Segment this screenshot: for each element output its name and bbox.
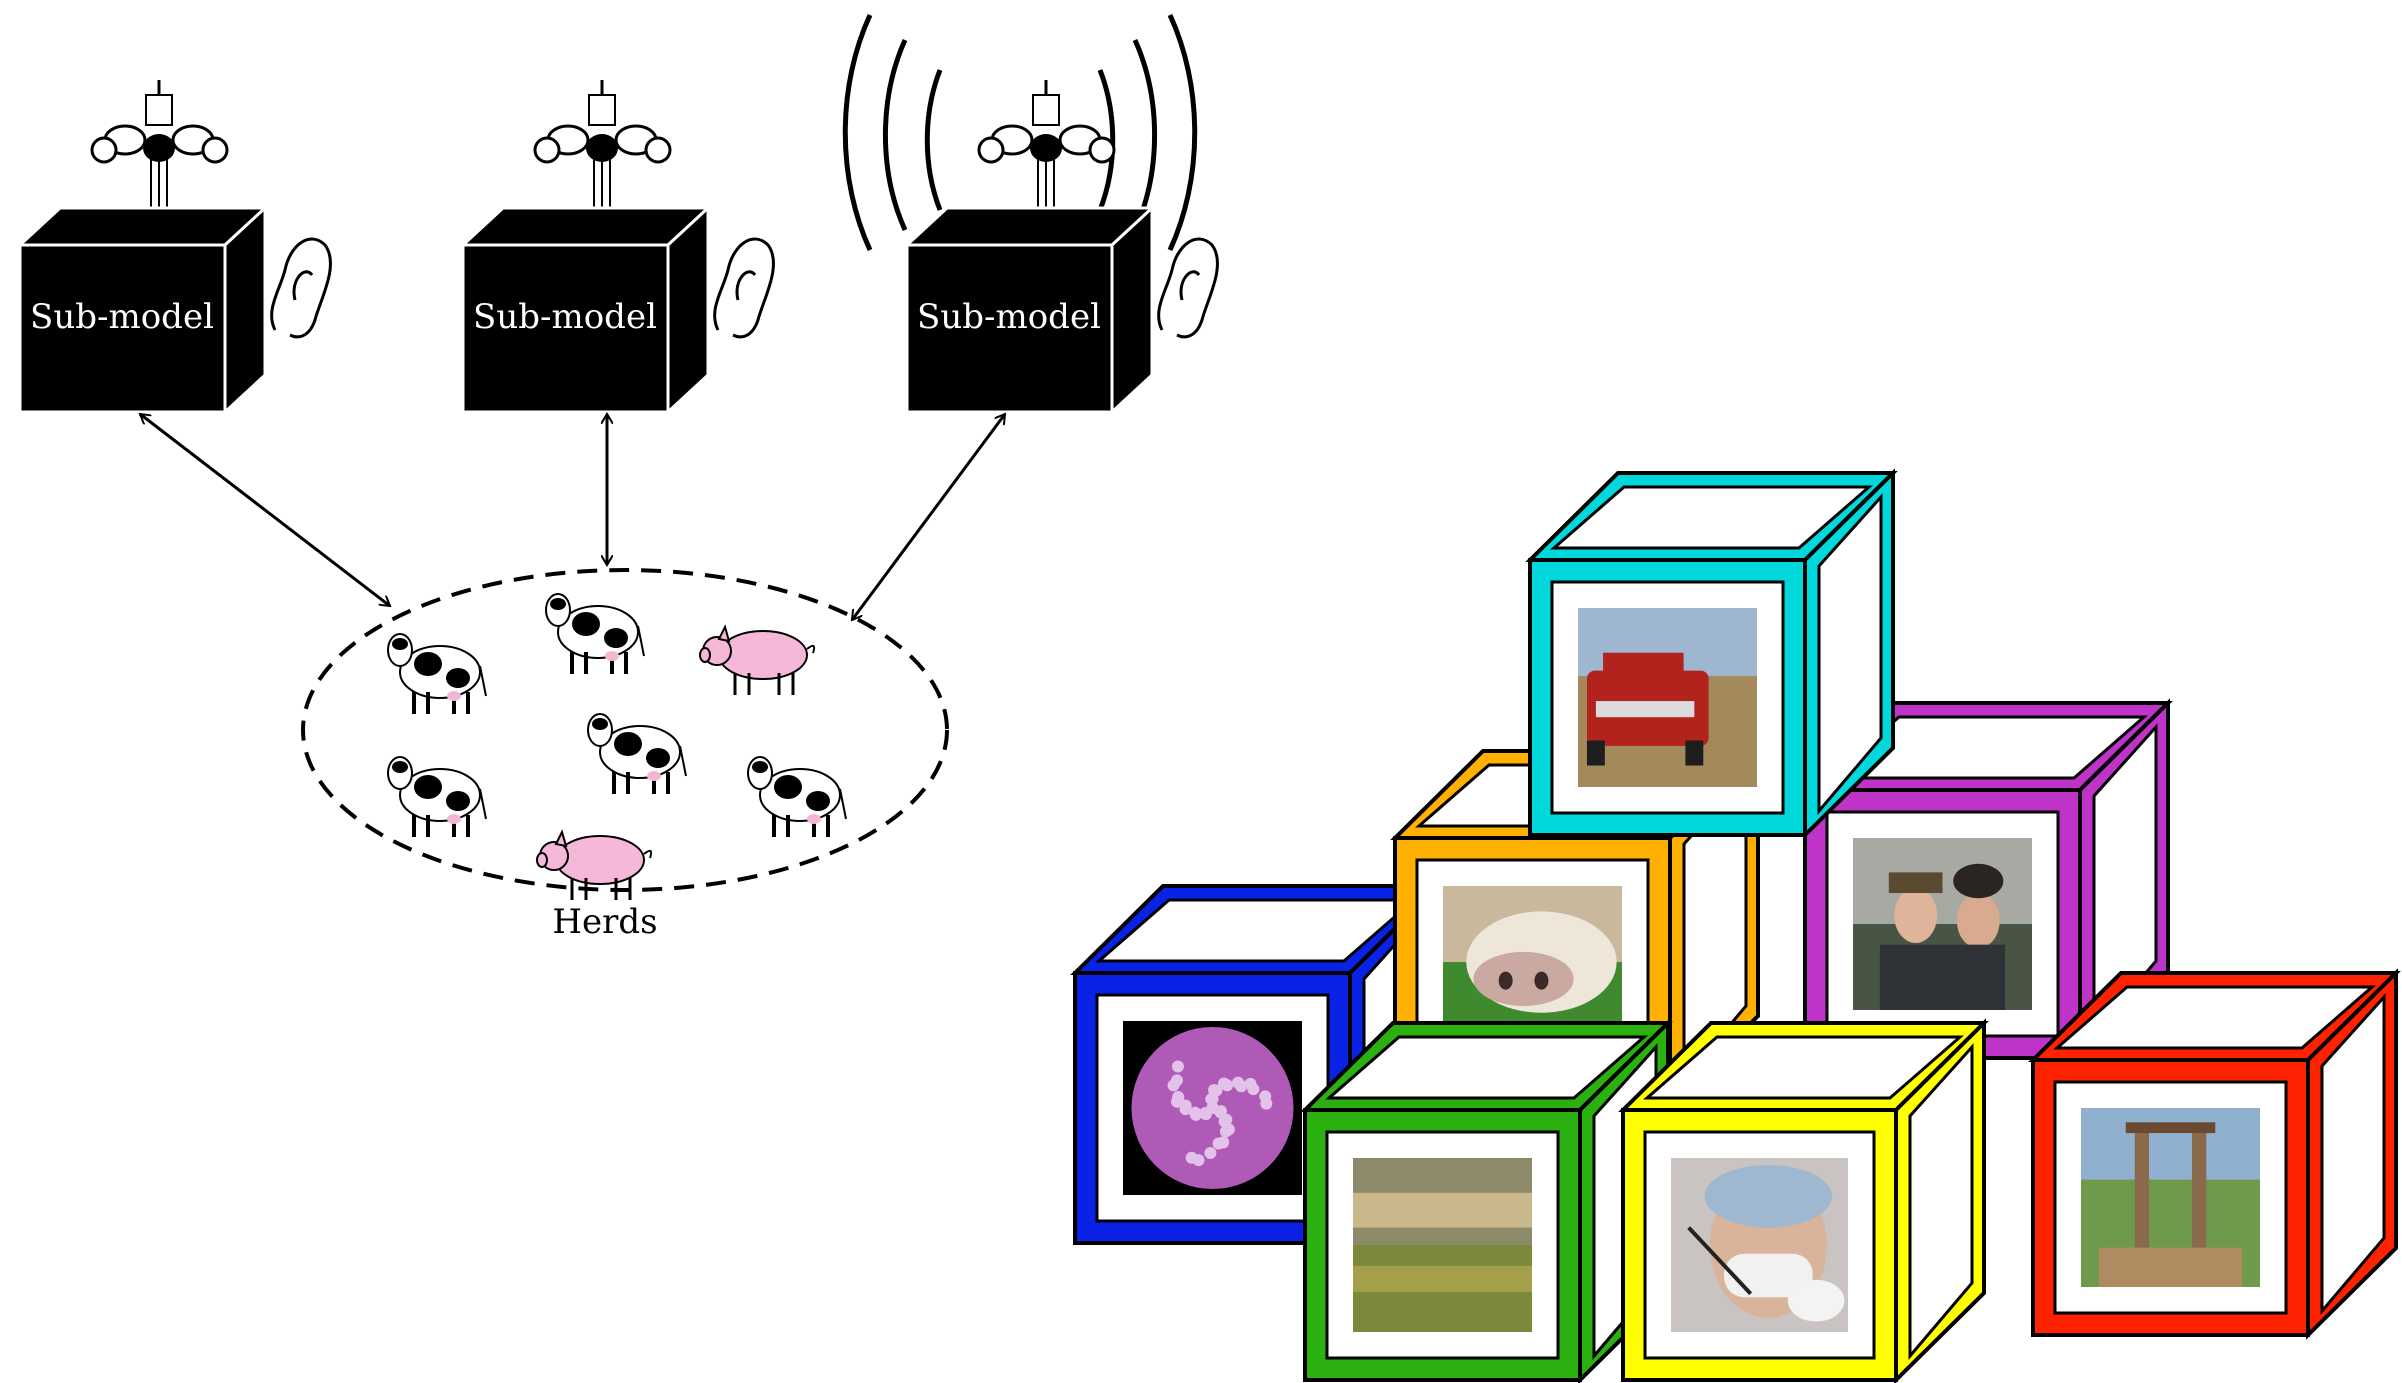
herd-boundary bbox=[301, 568, 949, 892]
cow-icon bbox=[587, 713, 687, 794]
block-red-truck bbox=[1525, 468, 1898, 840]
submodel-label: Sub-model bbox=[473, 297, 657, 337]
broadcast-waves-icon bbox=[842, 13, 1198, 252]
antenna-icon bbox=[977, 80, 1116, 211]
red-truck-picture bbox=[1578, 608, 1757, 787]
ear-icon bbox=[1157, 237, 1219, 339]
link-arrow-1 bbox=[140, 412, 390, 608]
cow-icon bbox=[545, 593, 645, 674]
virus-particle-picture bbox=[1123, 1021, 1302, 1195]
cow-icon bbox=[747, 756, 847, 837]
submodel-3: Sub-model bbox=[903, 80, 1219, 416]
herd-animals bbox=[387, 593, 847, 900]
submodel-1: Sub-model bbox=[16, 80, 332, 416]
ear-icon bbox=[713, 237, 775, 339]
antenna-icon bbox=[90, 80, 229, 211]
two-detectives-picture bbox=[1853, 838, 2032, 1010]
submodel-label: Sub-model bbox=[917, 297, 1101, 337]
cow-icon bbox=[387, 756, 487, 837]
landscape-painting-picture bbox=[1353, 1158, 1532, 1332]
knowledge-blocks bbox=[1070, 468, 2401, 1383]
ear-icon bbox=[270, 237, 332, 339]
link-arrow-3 bbox=[850, 414, 1007, 620]
block-guillotine bbox=[2028, 968, 2401, 1340]
pig-icon bbox=[699, 624, 816, 695]
block-landscape-painting bbox=[1300, 1018, 1673, 1383]
guillotine-picture bbox=[2081, 1108, 2260, 1287]
cow-icon bbox=[387, 633, 487, 714]
block-lab-worker bbox=[1618, 1018, 1989, 1383]
herd-label: Herds bbox=[552, 902, 657, 942]
pig-icon bbox=[536, 829, 653, 900]
submodel-2: Sub-model bbox=[459, 80, 775, 416]
submodel-label: Sub-model bbox=[30, 297, 214, 337]
antenna-icon bbox=[533, 80, 672, 211]
lab-worker-picture bbox=[1671, 1158, 1848, 1332]
link-arrows bbox=[140, 412, 1007, 620]
